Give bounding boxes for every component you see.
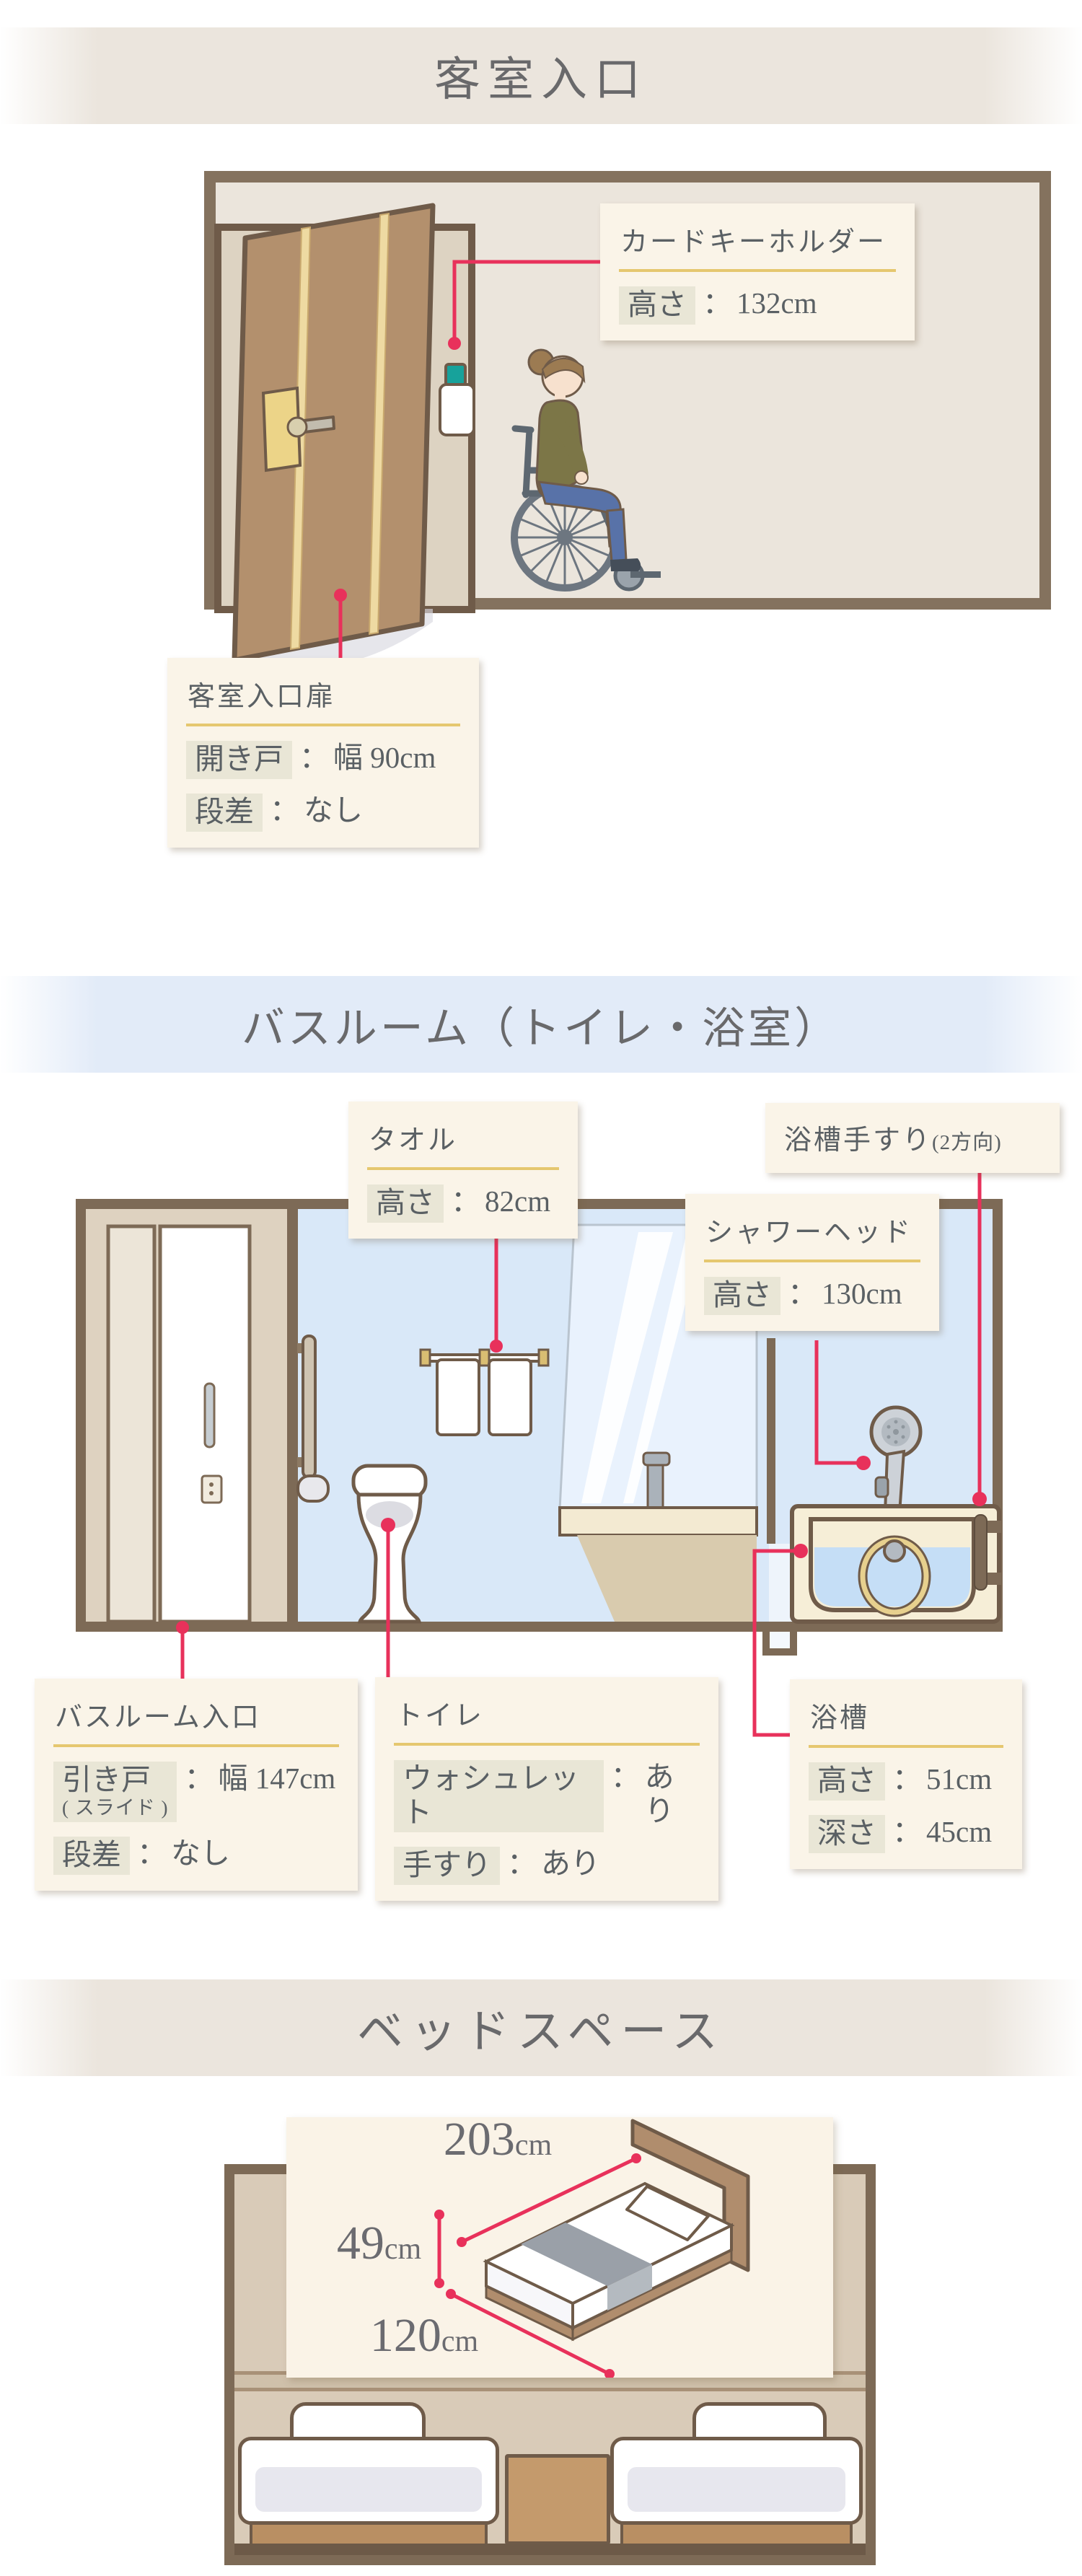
label-row: 高さ ： 132cm <box>619 286 896 325</box>
row-key: 手すり <box>394 1847 500 1886</box>
label-row: 段差 ： なし <box>53 1837 339 1876</box>
dimension-value: 203 <box>443 2113 515 2166</box>
row-key: ウォシュレット <box>394 1760 604 1833</box>
row-value: 82cm <box>485 1184 551 1218</box>
bedroom-floor <box>234 2544 866 2555</box>
row-key-note: ( スライド ) <box>62 1797 169 1819</box>
label-title: トイレ <box>394 1689 700 1746</box>
bed-sheet <box>628 2467 845 2512</box>
dimension-value: 120 <box>369 2309 441 2362</box>
row-separator: ： <box>610 1760 641 1793</box>
label-title: バスルーム入口 <box>53 1690 339 1747</box>
label-towel: タオル 高さ ： 82cm <box>348 1102 578 1239</box>
dimension-value: 49 <box>336 2217 384 2269</box>
row-value: 幅 90cm <box>333 741 436 774</box>
row-separator: ： <box>299 741 329 774</box>
nightstand <box>505 2454 610 2545</box>
label-tub-handrail: 浴槽手すり(2方向) <box>765 1103 1060 1173</box>
label-row: 深さ ： 45cm <box>809 1815 1003 1854</box>
label-bathtub: 浴槽 高さ ： 51cm 深さ ： 45cm <box>790 1679 1022 1870</box>
row-separator: ： <box>507 1847 537 1881</box>
row-value: 130cm <box>822 1277 902 1310</box>
row-key: 高さ <box>809 1762 885 1801</box>
label-title: 浴槽手すり(2方向) <box>783 1113 1042 1161</box>
row-value: 51cm <box>926 1762 993 1795</box>
section-header-entrance: 客室入口 <box>0 27 1082 124</box>
row-key: 深さ <box>809 1815 885 1854</box>
drain-outlet <box>762 1632 797 1656</box>
label-shower-head: シャワーヘッド 高さ ： 130cm <box>685 1194 939 1332</box>
label-row: 高さ ： 82cm <box>367 1184 559 1223</box>
section-title-entrance: 客室入口 <box>434 54 648 105</box>
row-separator: ： <box>451 1184 480 1218</box>
label-row: 段差 ： なし <box>186 794 460 832</box>
dimension-unit: cm <box>514 2129 553 2162</box>
label-bathroom-entrance: バスルーム入口 引き戸( スライド ) ： 幅 147cm 段差 ： なし <box>35 1679 358 1891</box>
section-header-bed: ベッドスペース <box>0 1979 1082 2076</box>
label-row: 高さ ： 130cm <box>704 1277 920 1316</box>
row-key-text: 引き戸 <box>62 1763 151 1796</box>
row-key: 高さ <box>367 1184 444 1223</box>
row-key: 高さ <box>619 286 695 325</box>
dimension-unit: cm <box>384 2233 422 2266</box>
row-value: なし <box>171 1837 230 1871</box>
section-title-bed: ベッドスペース <box>356 2006 726 2057</box>
row-value: なし <box>304 794 363 827</box>
bed-base <box>620 2522 853 2546</box>
row-separator: ： <box>184 1762 214 1795</box>
row-separator: ： <box>892 1762 922 1795</box>
row-separator: ： <box>270 794 299 827</box>
section-title-bathroom: バスルーム（トイレ・浴室） <box>241 1004 841 1052</box>
row-key: 段差 <box>186 794 263 832</box>
label-toilet: トイレ ウォシュレット ： あり 手すり ： あり <box>375 1677 718 1902</box>
row-value: 幅 147cm <box>218 1762 336 1795</box>
row-separator: ： <box>137 1837 167 1871</box>
dimension-unit: cm <box>441 2325 479 2358</box>
bed-sheet <box>255 2467 482 2512</box>
row-separator: ： <box>703 286 732 320</box>
label-entrance-door: 客室入口扉 開き戸 ： 幅 90cm 段差 ： なし <box>167 658 479 848</box>
row-key: 段差 <box>53 1837 130 1876</box>
row-value: 132cm <box>736 286 817 320</box>
bed-base <box>250 2522 488 2546</box>
label-title: 浴槽 <box>809 1691 1003 1748</box>
label-card-key-holder: カードキーホルダー 高さ ： 132cm <box>600 203 915 341</box>
label-title-text: 浴槽手すり <box>784 1125 933 1156</box>
label-title: タオル <box>367 1113 559 1170</box>
section-header-bathroom: バスルーム（トイレ・浴室） <box>0 976 1082 1073</box>
label-row: 開き戸 ： 幅 90cm <box>186 741 460 780</box>
label-title: シャワーヘッド <box>704 1205 920 1262</box>
label-row: 高さ ： 51cm <box>809 1762 1003 1801</box>
label-title: 客室入口扉 <box>186 669 460 726</box>
row-value: あり <box>644 1760 674 1828</box>
row-key: 高さ <box>704 1277 780 1316</box>
label-title: カードキーホルダー <box>619 215 896 272</box>
row-key: 引き戸( スライド ) <box>53 1762 177 1823</box>
row-value: 45cm <box>926 1815 993 1849</box>
row-key: 開き戸 <box>186 741 292 780</box>
label-row: ウォシュレット ： あり <box>394 1760 700 1833</box>
label-row: 手すり ： あり <box>394 1847 700 1886</box>
label-row: 引き戸( スライド ) ： 幅 147cm <box>53 1762 339 1823</box>
label-title-note: (2方向) <box>932 1131 1002 1154</box>
row-separator: ： <box>788 1277 817 1310</box>
row-value: あり <box>541 1847 600 1881</box>
row-separator: ： <box>892 1815 922 1849</box>
